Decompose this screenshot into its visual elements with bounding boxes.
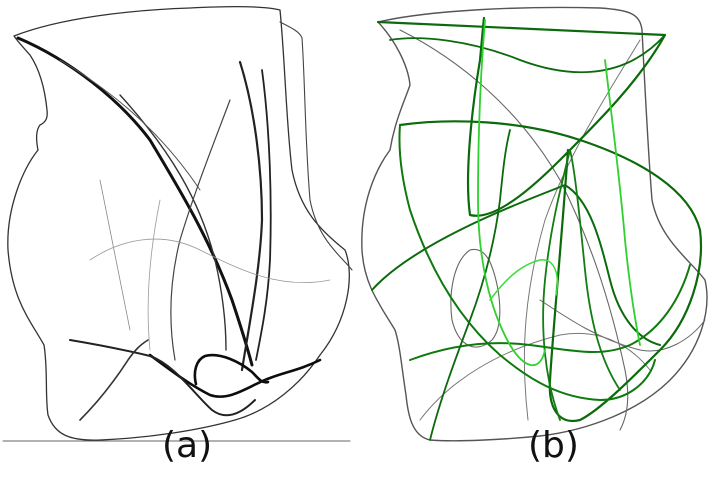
panel-a-inner-faint-1 — [99, 179, 131, 331]
panel-a-attractor — [2, 6, 353, 442]
panel-b-light-green-orbit-2 — [604, 59, 641, 346]
panel-a-bottom-loop — [148, 353, 322, 398]
panel-b-label: (b) — [528, 425, 579, 466]
panel-b-green-orbit-7 — [542, 149, 621, 421]
panel-a-right-lobe — [279, 21, 353, 271]
panel-a-left-streak — [79, 339, 149, 421]
panel-b-green-orbit-4 — [371, 184, 661, 346]
panel-b-green-orbit-8 — [389, 34, 666, 74]
panel-b-gray-orbit-1 — [361, 6, 708, 442]
panel-b-gray-orbit-3 — [450, 248, 501, 348]
panel-b-green-orbit-3 — [398, 124, 656, 401]
panel-a-outer-envelope — [7, 6, 350, 441]
panel-b-light-green-orbit-1 — [477, 19, 546, 367]
panel-a-streak-4 — [119, 94, 227, 351]
panel-a-streak-3 — [255, 69, 272, 361]
panel-a-streak-5 — [59, 59, 201, 191]
panel-a-streak-1 — [16, 36, 254, 367]
panel-a-streak-2 — [238, 60, 264, 372]
panel-b-green-orbit-6 — [429, 129, 511, 441]
panel-b-green-orbit-1 — [376, 16, 667, 217]
panel-b-gray-orbit-5 — [539, 299, 706, 352]
panel-b-green-orbit-2 — [398, 120, 702, 423]
panel-b-gray-orbit-4 — [523, 39, 641, 421]
panel-b-gray-orbit-2 — [399, 29, 629, 431]
panel-a-inner-faint-3 — [147, 199, 161, 351]
panel-a-streak-6 — [170, 99, 231, 361]
panel-a-bottom-streak — [69, 339, 256, 417]
panel-b-green-orbit-5 — [409, 264, 691, 361]
panel-a-inner-faint-2 — [89, 238, 331, 284]
panel-b-light-green-orbit-3 — [489, 259, 559, 301]
panel-b-orbits — [361, 6, 708, 442]
panel-a-label: (a) — [162, 425, 213, 466]
